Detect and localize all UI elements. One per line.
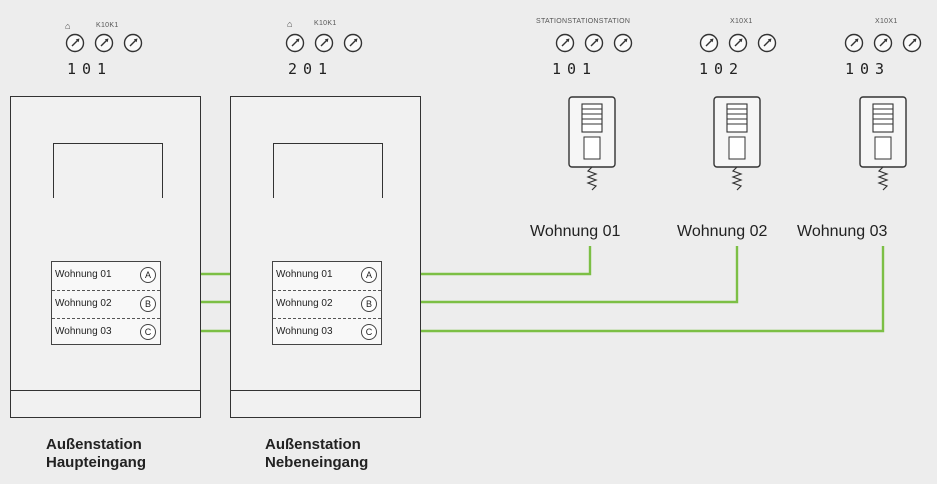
bell-button-row[interactable]: Wohnung 01 A <box>52 262 160 290</box>
bell-button-label: Wohnung 02 <box>55 298 112 309</box>
dial-set-station-101 <box>65 33 143 53</box>
bell-button-label: Wohnung 03 <box>55 326 112 337</box>
bell-button-label: Wohnung 02 <box>276 298 333 309</box>
bell-button-letter[interactable]: B <box>361 296 377 312</box>
apartment-name: Wohnung 03 <box>797 223 888 240</box>
station-caption-main: Außenstation Haupteingang <box>46 436 146 472</box>
bell-button-letter[interactable]: C <box>361 324 377 340</box>
bell-button-letter[interactable]: C <box>140 324 156 340</box>
button-module-side: Wohnung 01 A Wohnung 02 B Wohnung 03 C <box>272 261 382 345</box>
handset-icon <box>713 96 761 191</box>
wire-wohnung-01-cont <box>382 246 592 276</box>
display-frame <box>53 143 163 198</box>
bell-button-letter[interactable]: B <box>140 296 156 312</box>
station-name-line2: Haupteingang <box>46 454 146 471</box>
apartment-name: Wohnung 01 <box>530 223 621 240</box>
dial-set-apt-101 <box>555 33 633 53</box>
code-station-201: 201 <box>288 60 334 78</box>
code-apt-102: 102 <box>699 60 745 78</box>
code-apt-101: 101 <box>552 60 598 78</box>
bell-button-row[interactable]: Wohnung 03 C <box>52 318 160 346</box>
code-apt-103: 103 <box>845 60 891 78</box>
station-name-line1: Außenstation <box>46 436 142 453</box>
station-name-line2: Nebeneingang <box>265 454 369 471</box>
apartment-name: Wohnung 02 <box>677 223 768 240</box>
dial-set-station-201 <box>285 33 363 53</box>
dial-set-apt-103 <box>844 33 922 53</box>
handset-icon <box>568 96 616 191</box>
station-caption-side: Außenstation Nebeneingang <box>265 436 368 472</box>
wire-wohnung-02-cont <box>382 246 739 304</box>
bell-button-label: Wohnung 01 <box>276 269 333 280</box>
bell-button-row[interactable]: Wohnung 02 B <box>273 290 381 318</box>
bell-button-label: Wohnung 01 <box>55 269 112 280</box>
house-icon: ⌂ <box>65 21 71 31</box>
code-station-101: 101 <box>67 60 113 78</box>
wire-wohnung-03-cont <box>382 246 885 333</box>
station-name-line1: Außenstation <box>265 436 361 453</box>
dial-set-apt-102 <box>699 33 777 53</box>
button-module-main: Wohnung 01 A Wohnung 02 B Wohnung 03 C <box>51 261 161 345</box>
switch-label-station-101: K10K1 <box>96 22 119 29</box>
switch-label-station-201: K10K1 <box>314 20 337 27</box>
bell-button-row[interactable]: Wohnung 02 B <box>52 290 160 318</box>
panel-divider <box>231 390 420 391</box>
display-frame <box>273 143 383 198</box>
handset-icon <box>859 96 907 191</box>
switch-label-apt-101: STATIONSTATIONSTATION <box>536 18 631 25</box>
panel-divider <box>11 390 200 391</box>
bell-button-row[interactable]: Wohnung 03 C <box>273 318 381 346</box>
bell-button-label: Wohnung 03 <box>276 326 333 337</box>
switch-label-apt-102: X10X1 <box>730 18 753 25</box>
outdoor-station-panel-side <box>230 96 421 418</box>
bell-button-row[interactable]: Wohnung 01 A <box>273 262 381 290</box>
outdoor-station-panel-main <box>10 96 201 418</box>
house-icon: ⌂ <box>287 19 293 29</box>
bell-button-letter[interactable]: A <box>361 267 377 283</box>
switch-label-apt-103: X10X1 <box>875 18 898 25</box>
bell-button-letter[interactable]: A <box>140 267 156 283</box>
